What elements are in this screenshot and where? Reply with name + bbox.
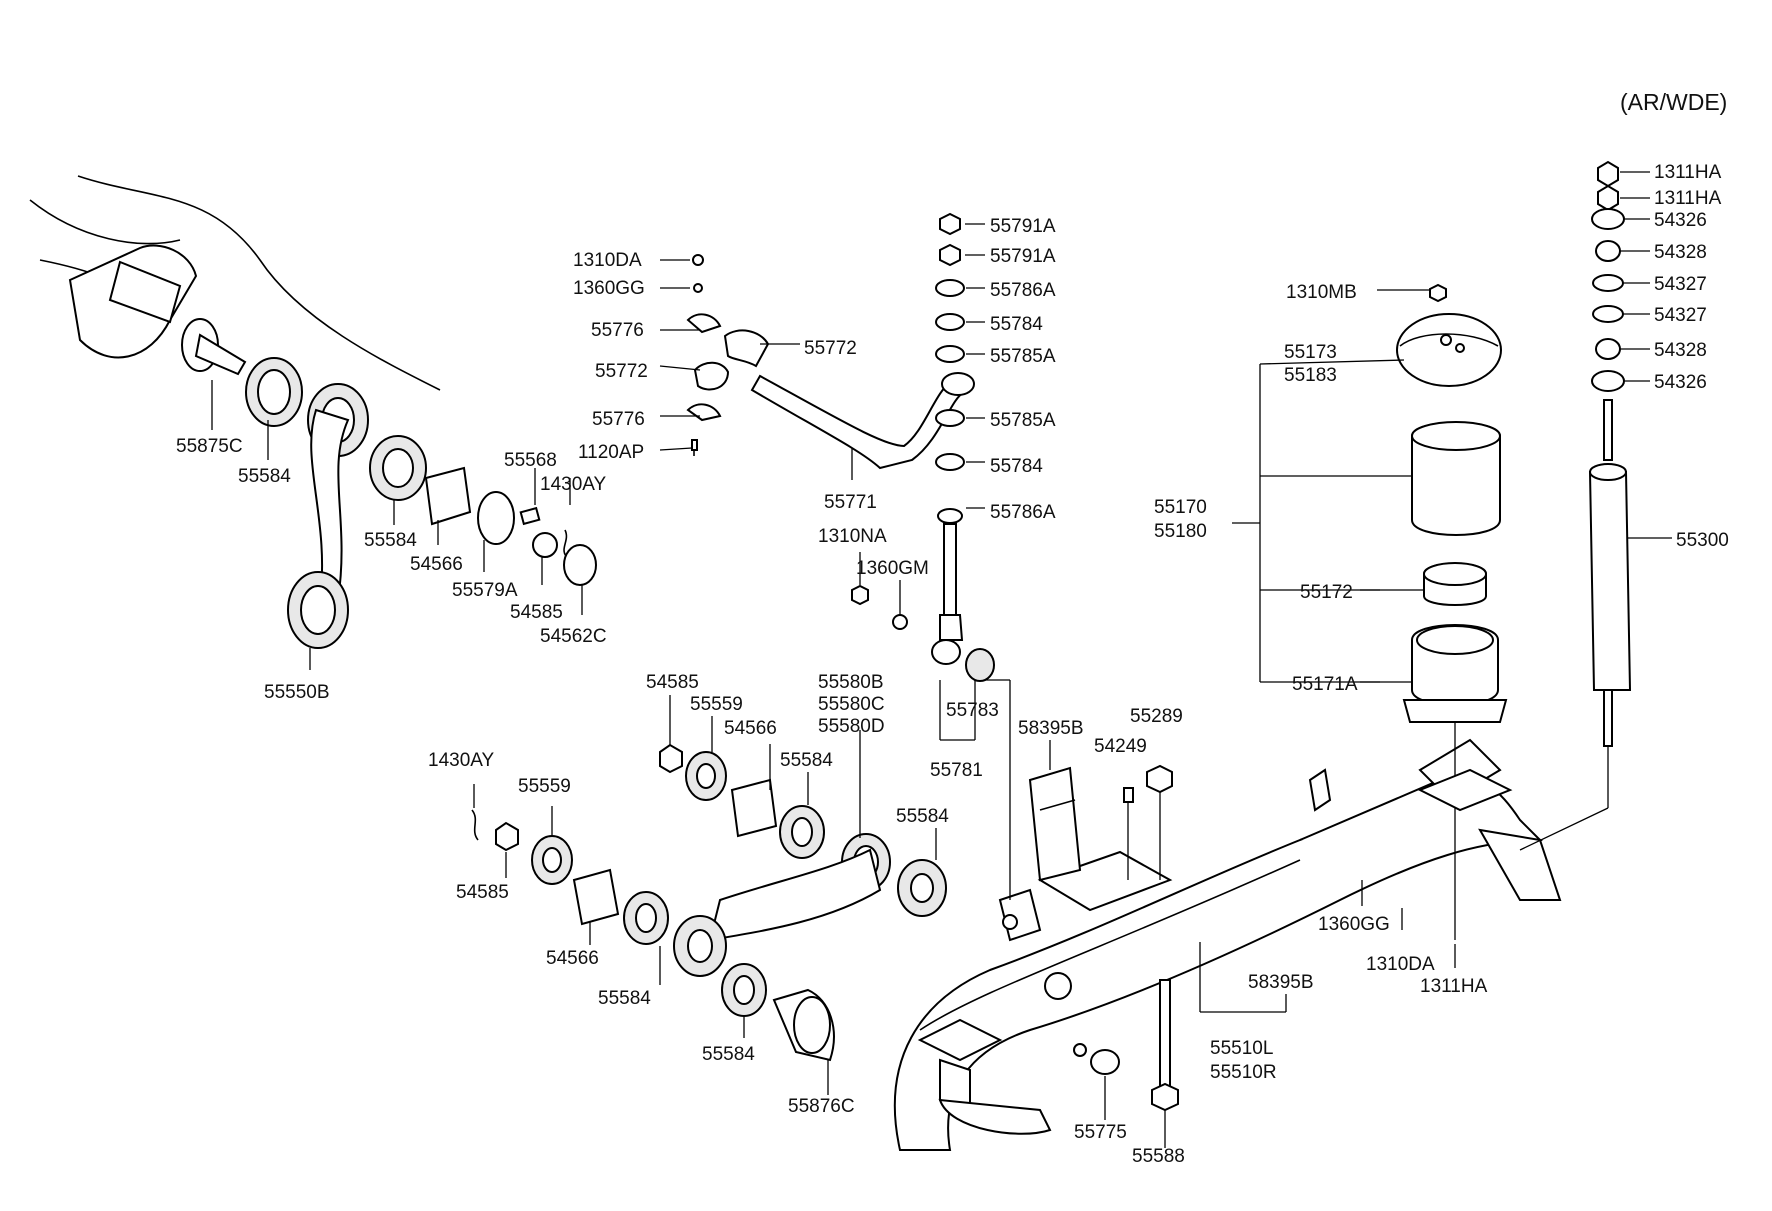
- part-label: 55510L: [1210, 1038, 1273, 1059]
- part-label: 55584: [702, 1044, 755, 1065]
- part-label: 1311HA: [1654, 162, 1722, 183]
- part-label: 1360GM: [856, 558, 929, 579]
- part-label: 54566: [724, 718, 777, 739]
- shock-absorber-assembly: [1519, 160, 1632, 851]
- part-label: 55785A: [990, 410, 1056, 431]
- part-label: 55171A: [1292, 674, 1358, 695]
- lower-arm-assembly: [471, 743, 947, 1062]
- upper-left-arm-assembly: [29, 175, 597, 649]
- part-label: 55568: [504, 450, 557, 471]
- air-spring-assembly: [1396, 283, 1513, 940]
- part-label: 58395B: [1248, 972, 1314, 993]
- part-label: 55776: [592, 409, 645, 430]
- part-label: 55510R: [1210, 1062, 1277, 1083]
- part-label: 1360GG: [1318, 914, 1390, 935]
- part-label: 55771: [824, 492, 877, 513]
- part-label: 55580C: [818, 694, 885, 715]
- part-label: 55584: [598, 988, 651, 1009]
- part-label: 55775: [1074, 1122, 1127, 1143]
- part-label: 1310DA: [1366, 954, 1435, 975]
- part-label: 1360GG: [573, 278, 645, 299]
- link-hardware-stack: [851, 212, 995, 682]
- part-label: 1430AY: [540, 474, 607, 495]
- part-label: 55579A: [452, 580, 518, 601]
- part-label: 55580D: [818, 716, 885, 737]
- part-label: 1310MB: [1286, 282, 1357, 303]
- part-label: 54566: [410, 554, 463, 575]
- part-label: 55785A: [990, 346, 1056, 367]
- part-label: 55784: [990, 456, 1043, 477]
- part-label: 55772: [804, 338, 857, 359]
- part-label: 55876C: [788, 1096, 855, 1117]
- part-label: 55875C: [176, 436, 243, 457]
- part-label: 55791A: [990, 216, 1056, 237]
- part-label: 54585: [646, 672, 699, 693]
- part-label: 55584: [896, 806, 949, 827]
- part-label: 55580B: [818, 672, 884, 693]
- part-label: 54585: [456, 882, 509, 903]
- part-label: 55784: [990, 314, 1043, 335]
- part-label: 55180: [1154, 521, 1207, 542]
- part-label: 1310NA: [818, 526, 887, 547]
- part-label: 54328: [1654, 242, 1707, 263]
- part-label: 55786A: [990, 280, 1056, 301]
- part-label: 1311HA: [1420, 976, 1488, 997]
- part-label: 1310DA: [573, 250, 642, 271]
- part-label: 54327: [1654, 274, 1707, 295]
- part-label: 55584: [780, 750, 833, 771]
- part-number-labels: 55875C 55584 55584 54566 55579A 55568 14…: [176, 162, 1729, 1167]
- part-label: 55783: [946, 700, 999, 721]
- leader-lines: [211, 171, 1672, 1148]
- variant-label: (AR/WDE): [1620, 89, 1727, 115]
- part-label: 55781: [930, 760, 983, 781]
- part-label: 54326: [1654, 372, 1707, 393]
- part-label: 55183: [1284, 365, 1337, 386]
- part-label: 55170: [1154, 497, 1207, 518]
- part-label: 1430AY: [428, 750, 495, 771]
- part-label: 54249: [1094, 736, 1147, 757]
- part-label: 54566: [546, 948, 599, 969]
- part-label: 55772: [595, 361, 648, 382]
- part-label: 58395B: [1018, 718, 1084, 739]
- part-label: 55289: [1130, 706, 1183, 727]
- part-label: 55173: [1284, 342, 1337, 363]
- part-label: 54562C: [540, 626, 607, 647]
- part-label: 54326: [1654, 210, 1707, 231]
- part-label: 54585: [510, 602, 563, 623]
- part-label: 55791A: [990, 246, 1056, 267]
- part-label: 54328: [1654, 340, 1707, 361]
- part-label: 55584: [364, 530, 417, 551]
- part-label: 55584: [238, 466, 291, 487]
- part-label: 54327: [1654, 305, 1707, 326]
- bracket-and-bolts: [1028, 764, 1179, 1112]
- part-label: 55559: [518, 776, 571, 797]
- variant-code-label: (AR/WDE): [1620, 89, 1727, 115]
- part-label: 55776: [591, 320, 644, 341]
- part-label: 1120AP: [578, 442, 644, 463]
- part-label: 55172: [1300, 582, 1353, 603]
- part-label: 55588: [1132, 1146, 1185, 1167]
- part-label: 55786A: [990, 502, 1056, 523]
- stabilizer-bar-assembly: [686, 254, 975, 470]
- part-label: 55300: [1676, 530, 1729, 551]
- part-label: 55550B: [264, 682, 330, 703]
- part-label: 1311HA: [1654, 188, 1722, 209]
- part-label: 55559: [690, 694, 743, 715]
